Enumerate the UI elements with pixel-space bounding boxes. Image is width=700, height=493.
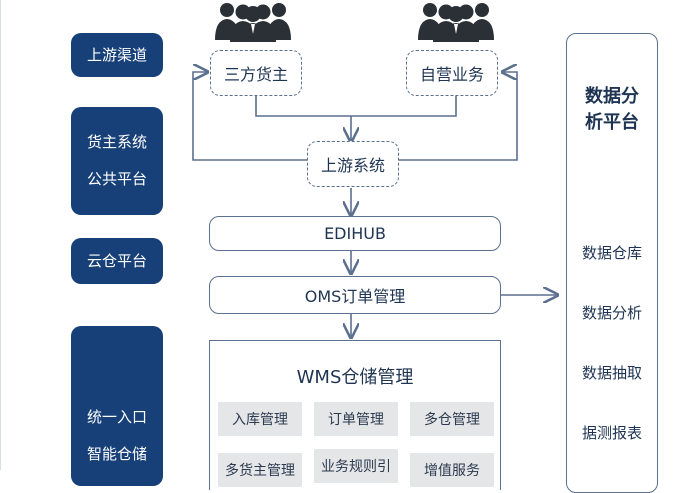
node-label: OMS订单管理 [304,287,406,306]
connector-right-loop [399,72,518,161]
wms-box: WMS仓储管理 入库管理 订单管理 多仓管理 多货主管理 业务规则引 增值服务 [209,340,501,490]
left-label-owner-system: 货主系统 公共平台 [71,107,163,215]
wms-module: 多仓管理 [410,402,494,436]
node-upstream-system: 上游系统 [307,141,399,187]
node-label: 上游系统 [320,156,385,175]
people-group-icon [418,3,494,42]
node-edihub: EDIHUB [209,216,501,251]
node-self-operated: 自营业务 [406,50,498,96]
node-label: 自营业务 [419,65,484,84]
analytics-item: 数据分析 [581,304,642,322]
left-label-text: 上游渠道 [86,45,147,64]
node-oms: OMS订单管理 [209,276,501,314]
left-label-text: 云仓平台 [86,251,147,270]
wms-module: 订单管理 [314,402,398,436]
wms-module: 增值服务 [410,453,494,487]
left-label-text: 统一入口 [86,408,147,426]
wms-module: 业务规则引 [314,449,398,483]
left-label-smart-warehouse: 统一入口 智能仓储 [71,326,163,486]
left-label-text: 货主系统 [86,133,147,151]
node-label: 三方货主 [223,65,288,84]
connector-left-loop [192,72,309,161]
analytics-item: 数据抽取 [581,364,642,382]
node-third-party-owner: 三方货主 [210,50,302,96]
people-group-icon [215,3,291,42]
analytics-item: 数据仓库 [581,244,642,262]
analytics-platform-title: 数据分 析平台 [585,86,639,133]
analytics-item: 据测报表 [581,424,642,442]
wms-module: 多货主管理 [218,453,302,487]
analytics-platform-panel: 数据分 析平台 数据仓库 数据分析 数据抽取 据测报表 [566,33,658,493]
wms-module: 入库管理 [218,402,302,436]
connector-owner-to-upstream [255,96,457,117]
wms-title: WMS仓储管理 [296,367,414,388]
left-label-text: 智能仓储 [86,445,147,463]
left-label-cloud-warehouse: 云仓平台 [71,238,163,284]
node-label: EDIHUB [324,224,386,243]
left-label-upstream-channel: 上游渠道 [71,33,163,77]
left-label-text: 公共平台 [86,170,147,188]
connectors [192,0,700,470]
